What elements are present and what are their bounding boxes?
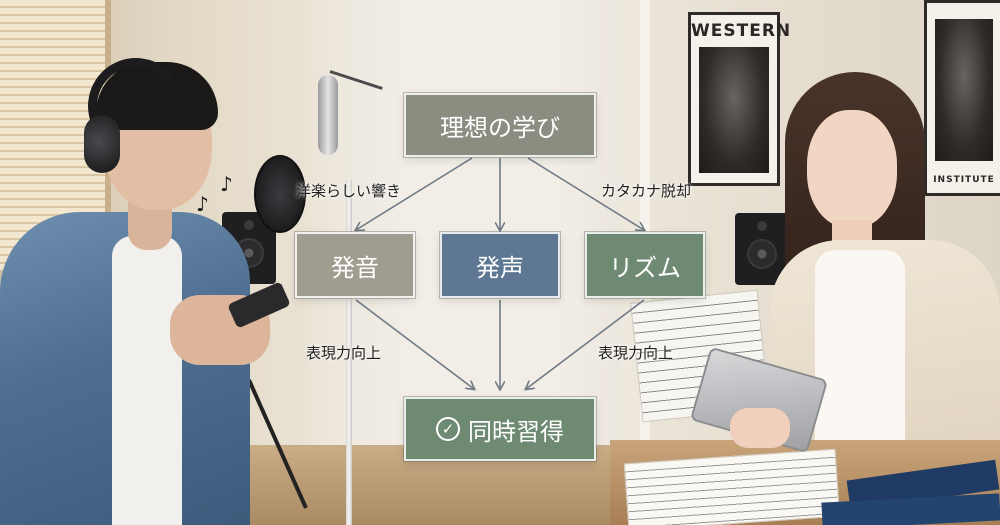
man-shirt	[112, 236, 182, 525]
node-voice: 発声	[440, 232, 560, 298]
edge-label-expression-right: 表現力向上	[598, 344, 674, 362]
node-pronunciation: 発音	[295, 232, 415, 298]
node-simultaneous-mastery-label: 同時習得	[468, 417, 564, 446]
music-note-icon: ♪	[196, 192, 209, 216]
poster-western-photo	[699, 47, 769, 173]
music-note-icon: ♪	[220, 172, 233, 196]
man-hair	[96, 62, 218, 130]
edge-label-western-sound: 洋楽らしい響き	[296, 182, 402, 200]
poster-institute-title: INSTITUTE	[933, 175, 995, 185]
woman-face	[807, 110, 897, 228]
node-simultaneous-mastery: ✓ 同時習得	[404, 397, 596, 461]
node-rhythm: リズム	[585, 232, 705, 298]
poster-western: WESTERN	[688, 12, 792, 186]
node-ideal-learning-label: 理想の学び	[440, 113, 560, 142]
poster-western-title: WESTERN	[691, 21, 792, 41]
edge-label-expression-left: 表現力向上	[306, 344, 382, 362]
poster-institute-photo	[935, 19, 993, 161]
microphone	[318, 75, 338, 155]
woman-hand	[730, 408, 790, 448]
poster-institute: INSTITUTE	[924, 0, 1000, 196]
node-pronunciation-label: 発音	[331, 253, 379, 282]
pop-filter	[254, 155, 306, 233]
edge-label-katakana-escape: カタカナ脱却	[601, 182, 692, 200]
mic-stand	[346, 180, 352, 525]
check-circle-icon: ✓	[436, 417, 460, 441]
node-rhythm-label: リズム	[609, 253, 681, 282]
headphones-icon	[84, 115, 120, 173]
node-voice-label: 発声	[476, 253, 524, 282]
node-ideal-learning: 理想の学び	[404, 93, 596, 157]
